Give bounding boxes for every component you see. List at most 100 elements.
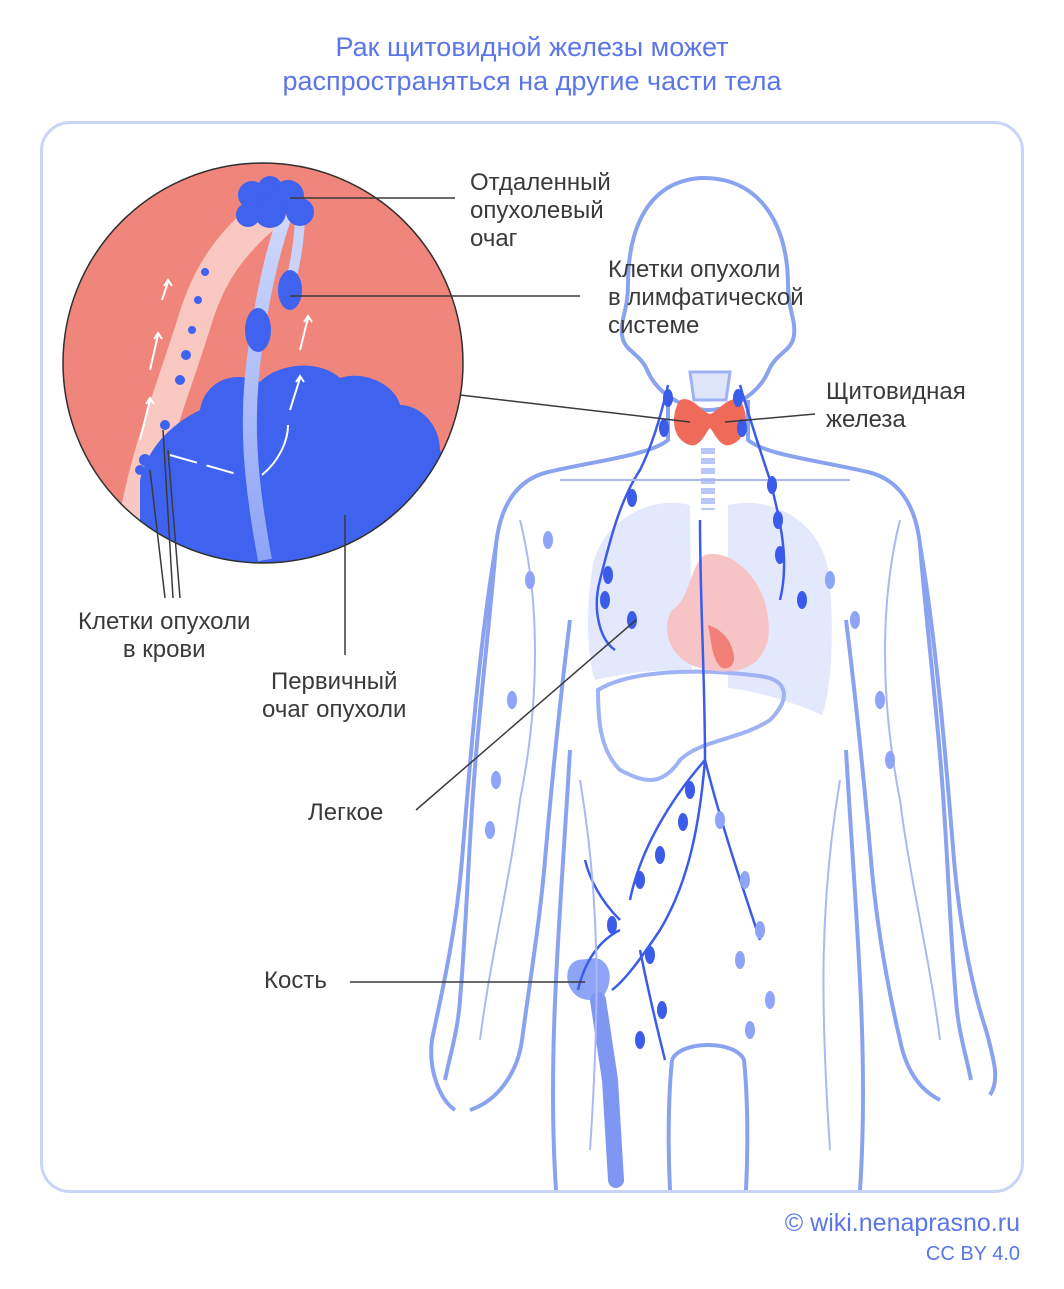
arrow-up-icon [139,396,155,441]
lymph-node [507,691,517,709]
lymph-node [600,591,610,609]
arrow-up-icon [161,278,173,301]
leader-lines [149,197,816,983]
label-blood-cells: Клетки опухоли в крови [78,608,250,664]
label-bone: Кость [264,967,327,994]
inset-border [62,162,464,564]
label-distant-focus-line: опухолевый [470,197,604,224]
lymph-vessel-abdomen [628,759,762,941]
lymph-vessel-left-neck [595,384,670,652]
blood-tumor-cells [135,268,209,475]
lymph-node [715,811,725,829]
heart-shape [667,554,769,672]
illustration-frame [40,121,1024,1193]
lymph-node [737,419,747,437]
lymph-node [491,771,501,789]
label-lymph-cells-line: Клетки опухоли [608,256,781,283]
left-arm-outline [429,544,572,1112]
leader-thyroid [724,413,816,423]
flow-arrows [139,278,313,476]
lymph-nodes [600,389,807,1049]
lymph-node [485,821,495,839]
leader-blood-1 [149,469,166,599]
thoracic-duct [611,519,707,991]
lymph-node [627,611,637,629]
heart [667,554,769,672]
label-primary-focus: Первичный очаг опухоли [262,668,406,724]
leader-blood-3 [167,449,181,599]
arm-lymph-left [479,519,536,1041]
title-line-1: Рак щитовидной железы может [335,32,729,62]
lymph-node [797,591,807,609]
label-lymph-cells-line: системе [608,312,700,339]
lymph-node [825,571,835,589]
lymph-node [875,691,885,709]
lymph-node [659,419,669,437]
lymph-node [740,871,750,889]
lymph-node-with-tumor [245,308,271,352]
lymph-node [685,781,695,799]
lymph-fine-network [479,479,941,1151]
heart-chamber [708,625,735,669]
lymph-node [663,389,673,407]
label-lymph-cells: Клетки опухоли в лимфатической системе [608,256,804,340]
inset-magnification [62,162,464,564]
lymph-node [735,951,745,969]
label-thyroid-line: Щитовидная [826,378,966,405]
arrow-up-icon [149,331,163,371]
larynx [688,370,732,402]
leg-lymph [579,779,841,1151]
lymph-nodes-light [485,531,895,1039]
femur-head [567,958,610,1000]
leader-blood-2 [162,429,174,599]
thyroid-lobes [674,399,746,446]
lymph-node-with-tumor [278,270,302,310]
lymph-node [627,489,637,507]
torso-outline [443,400,973,1081]
lymph-node [745,1021,755,1039]
head-outline [619,175,797,412]
arrow-up-icon [289,374,305,411]
arm-lymph-right [884,519,941,1041]
credit-license: CC BY 4.0 [925,1243,1020,1265]
label-blood-cells-line: Клетки опухоли [78,608,251,635]
leader-lung [415,619,637,811]
page-title: Рак щитовидной железы может распространя… [0,30,1064,98]
lymph-node [635,1031,645,1049]
label-distant-focus-line: очаг [470,225,518,252]
leader-inset-thyroid [459,394,691,423]
distant-tumor-focus [236,176,314,228]
lymph-node [775,546,785,564]
arrow-up-icon [299,314,313,351]
label-lymph-cells-line: в лимфатической [608,284,804,311]
lymph-node [885,751,895,769]
body-silhouette [429,175,998,1191]
lymph-node [755,921,765,939]
legs-outline [551,749,865,1191]
lymph-node [850,611,860,629]
title-line-2: распространяться на другие части тела [282,66,782,96]
bone [567,958,624,1188]
lymph-node [525,571,535,589]
lymphatic-vessel [242,212,292,562]
arrow-curve-icon [261,424,289,476]
lymph-node [635,871,645,889]
label-distant-focus: Отдаленный опухолевый очаг [470,169,611,253]
lymph-node [607,916,617,934]
lymph-node [543,531,553,549]
lymph-node [767,476,777,494]
lymph-node [773,511,783,529]
credit-site: © wiki.nenaprasno.ru [784,1209,1020,1237]
label-thyroid-line: железа [826,406,906,433]
lymph-node [657,1001,667,1019]
femur-shaft [590,992,624,1188]
lymph-node [655,846,665,864]
lymph-node [733,389,743,407]
lymph-node [678,813,688,831]
label-lung: Легкое [308,799,384,826]
diaphragm-liver [595,669,786,782]
lymph-node [645,946,655,964]
lymphatic-system [576,384,786,1061]
lymph-node [765,991,775,1009]
